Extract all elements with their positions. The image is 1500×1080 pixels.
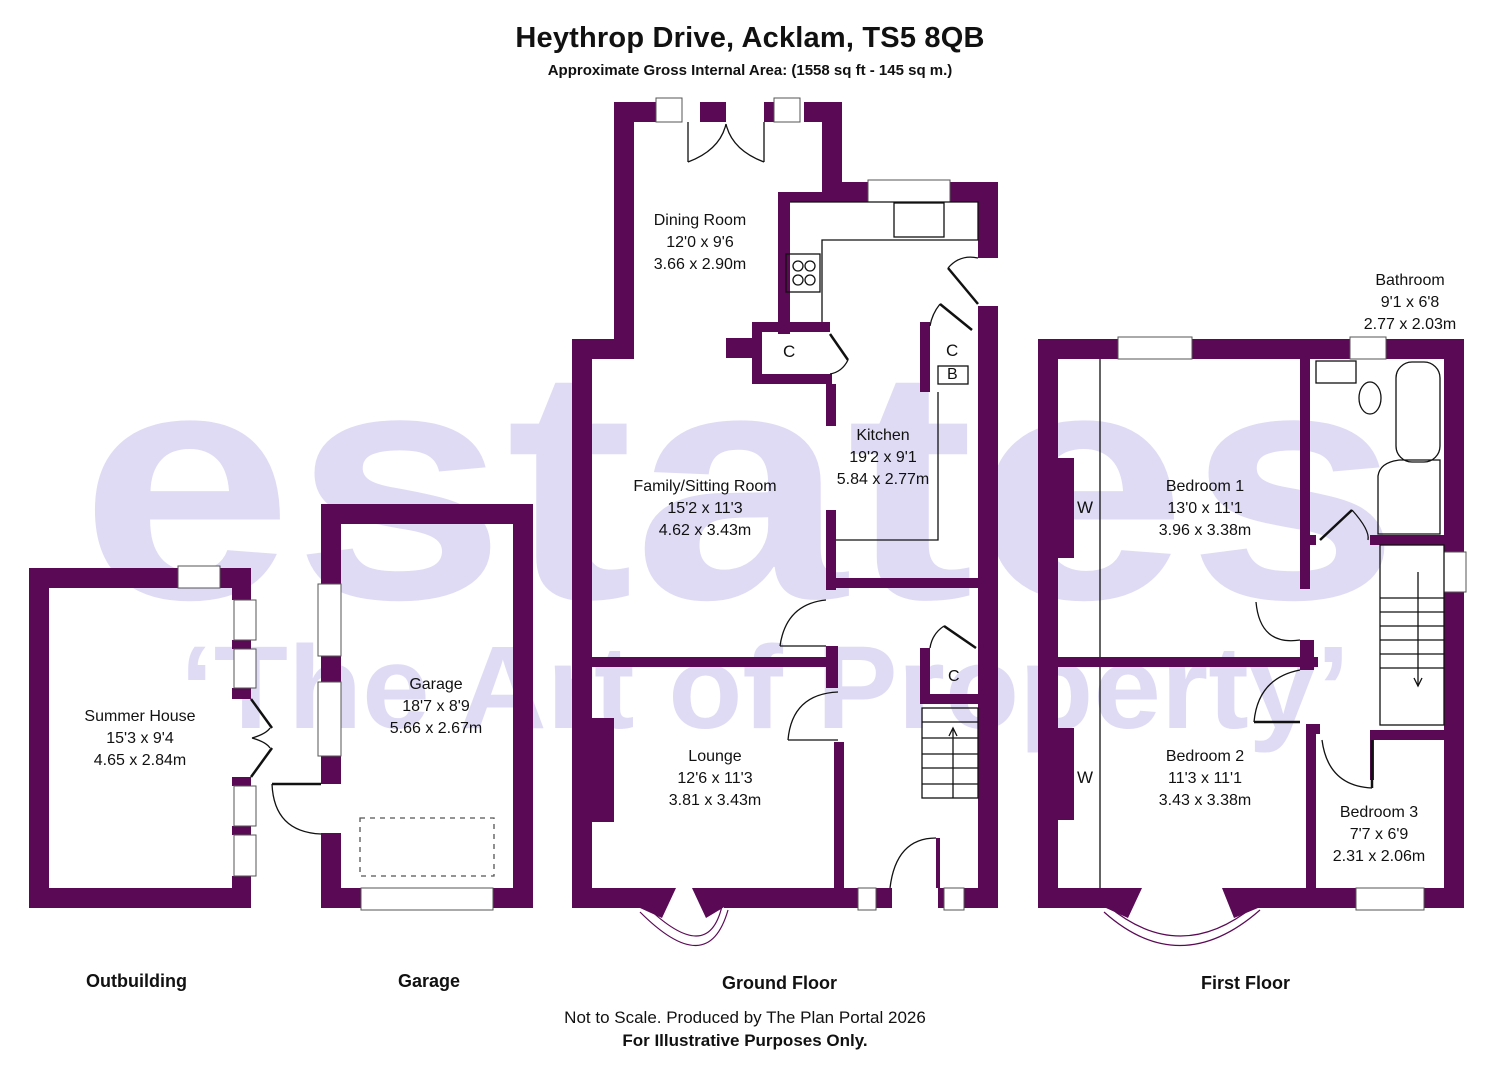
- room-garage: Garage 18'7 x 8'9 5.66 x 2.67m: [356, 674, 516, 740]
- cupboard-tag: C: [783, 342, 796, 361]
- room-imperial: 7'7 x 6'9: [1349, 826, 1409, 843]
- room-bedroom-1: Bedroom 1 13'0 x 11'1 3.96 x 3.38m: [1130, 476, 1280, 542]
- room-bedroom-3: Bedroom 3 7'7 x 6'9 2.31 x 2.06m: [1314, 802, 1444, 868]
- room-kitchen: Kitchen 19'2 x 9'1 5.84 x 2.77m: [818, 425, 948, 491]
- room-imperial: 12'0 x 9'6: [666, 234, 734, 251]
- room-name: Family/Sitting Room: [633, 478, 777, 495]
- room-name: Bedroom 3: [1339, 804, 1419, 821]
- room-name: Summer House: [84, 708, 196, 725]
- room-imperial: 12'6 x 11'3: [677, 770, 753, 787]
- room-bedroom-2: Bedroom 2 11'3 x 11'1 3.43 x 3.38m: [1130, 746, 1280, 812]
- room-name: Kitchen: [856, 427, 910, 444]
- gross-internal-area: Approximate Gross Internal Area: (1558 s…: [547, 62, 953, 79]
- room-metric: 3.66 x 2.90m: [653, 256, 747, 273]
- wardrobe-tag: W: [1077, 768, 1094, 787]
- room-metric: 3.96 x 3.38m: [1158, 522, 1252, 539]
- room-family-sitting-room: Family/Sitting Room 15'2 x 11'3 4.62 x 3…: [605, 476, 805, 542]
- room-dining-room: Dining Room 12'0 x 9'6 3.66 x 2.90m: [620, 210, 780, 276]
- fixtures: [249, 122, 1445, 889]
- room-imperial: 19'2 x 9'1: [849, 449, 917, 466]
- room-name: Bedroom 1: [1165, 478, 1245, 495]
- cupboard-tag: C: [946, 341, 959, 360]
- room-imperial: 11'3 x 11'1: [1167, 770, 1242, 787]
- room-metric: 2.77 x 2.03m: [1363, 316, 1457, 333]
- walls: [29, 102, 1464, 918]
- room-name: Lounge: [688, 748, 742, 765]
- watermark-estates: estates: [80, 299, 1400, 668]
- room-imperial: 9'1 x 6'8: [1380, 294, 1440, 311]
- room-metric: 5.84 x 2.77m: [836, 471, 930, 488]
- room-bathroom: Bathroom 9'1 x 6'8 2.77 x 2.03m: [1340, 270, 1480, 336]
- plan-title: Heythrop Drive, Acklam, TS5 8QB: [515, 22, 985, 54]
- room-metric: 4.62 x 3.43m: [658, 522, 752, 539]
- room-name: Bedroom 2: [1165, 748, 1245, 765]
- room-imperial: 13'0 x 11'1: [1167, 500, 1243, 517]
- footer-illustrative: For Illustrative Purposes Only.: [622, 1031, 868, 1050]
- floor-label-garage: Garage: [398, 971, 461, 991]
- floor-label-ground: Ground Floor: [722, 973, 837, 993]
- watermark-tagline: ‘The Art of Property’: [180, 622, 1350, 754]
- boiler-tag: B: [947, 366, 958, 383]
- room-imperial: 15'2 x 11'3: [667, 500, 743, 517]
- cupboard-tag: C: [948, 668, 960, 685]
- floor-label-first: First Floor: [1201, 973, 1290, 993]
- room-summer-house: Summer House 15'3 x 9'4 4.65 x 2.84m: [60, 706, 220, 772]
- wardrobe-tag: W: [1077, 498, 1094, 517]
- room-name: Bathroom: [1375, 272, 1445, 289]
- windows: [177, 97, 1467, 911]
- room-imperial: 18'7 x 8'9: [402, 698, 470, 715]
- bay-windows: [639, 905, 1261, 947]
- room-metric: 3.43 x 3.38m: [1158, 792, 1252, 809]
- floor-label-outbuilding: Outbuilding: [86, 971, 187, 991]
- room-metric: 2.31 x 2.06m: [1332, 848, 1426, 865]
- room-name: Garage: [409, 676, 463, 693]
- room-metric: 3.81 x 3.43m: [668, 792, 762, 809]
- room-lounge: Lounge 12'6 x 11'3 3.81 x 3.43m: [640, 746, 790, 812]
- room-metric: 4.65 x 2.84m: [93, 752, 187, 769]
- room-name: Dining Room: [653, 212, 747, 229]
- room-metric: 5.66 x 2.67m: [389, 720, 483, 737]
- footer-disclaimer: Not to Scale. Produced by The Plan Porta…: [564, 1008, 926, 1027]
- room-imperial: 15'3 x 9'4: [106, 730, 174, 747]
- watermark: estates ‘The Art of Property’: [80, 299, 1400, 754]
